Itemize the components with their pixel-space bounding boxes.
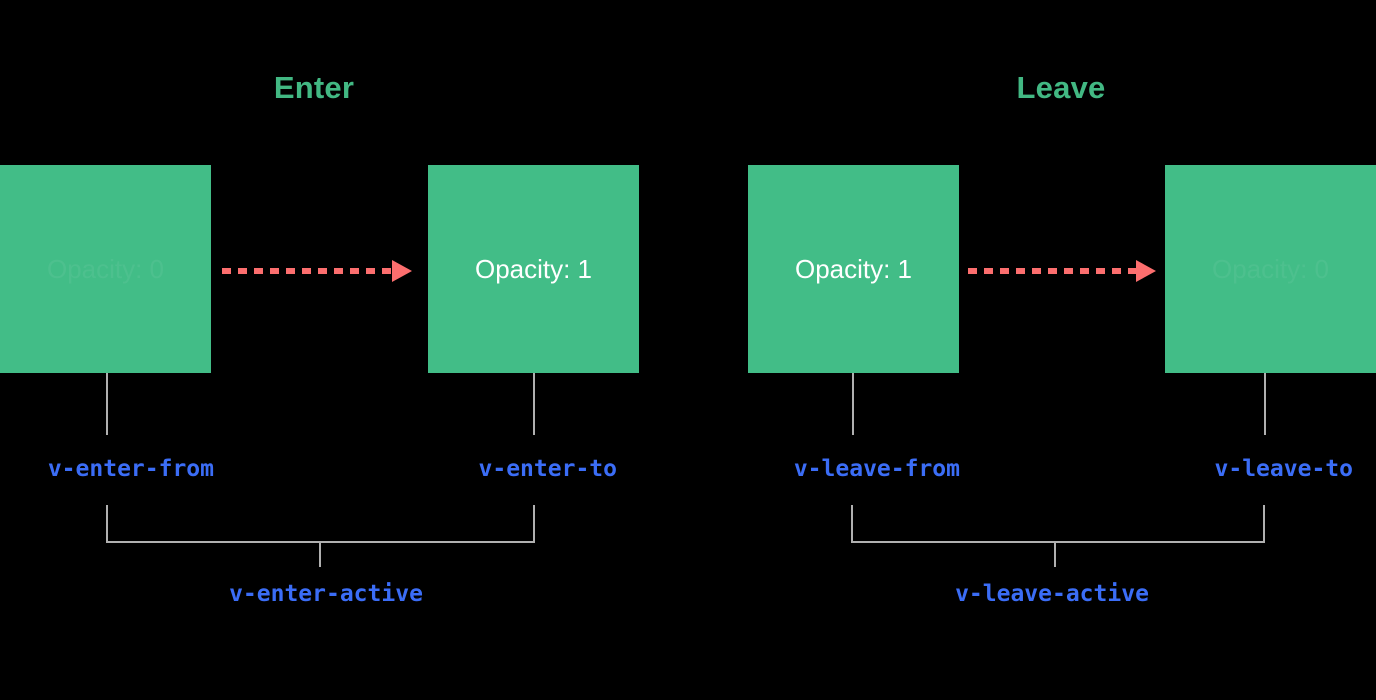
- stem-enter-from: [106, 373, 108, 435]
- stem-enter-active: [319, 543, 321, 567]
- caption-v-leave-to: v-leave-to: [1214, 456, 1353, 482]
- state-box-enter-from-label: Opacity: 0: [46, 253, 165, 284]
- state-box-enter-to-label: Opacity: 1: [474, 253, 593, 284]
- caption-v-enter-active: v-enter-active: [229, 581, 423, 607]
- bracket-enter-active: [106, 505, 535, 543]
- caption-v-leave-from: v-leave-from: [793, 456, 960, 482]
- state-box-leave-to-label: Opacity: 0: [1211, 253, 1330, 284]
- stem-leave-to: [1264, 373, 1266, 435]
- state-box-leave-from-label: Opacity: 1: [794, 253, 913, 284]
- state-box-enter-to: Opacity: 1: [428, 165, 639, 373]
- stem-leave-from: [852, 373, 854, 435]
- leave-transition-arrow: [968, 260, 1158, 282]
- caption-v-leave-active: v-leave-active: [955, 581, 1149, 607]
- bracket-leave-active: [851, 505, 1265, 543]
- leave-arrow-head: [1136, 260, 1156, 282]
- stem-leave-active: [1054, 543, 1056, 567]
- enter-arrow-shaft: [222, 268, 392, 274]
- enter-arrow-head: [392, 260, 412, 282]
- section-heading-enter: Enter: [273, 70, 355, 105]
- caption-v-enter-from: v-enter-from: [47, 456, 214, 482]
- state-box-leave-from: Opacity: 1: [748, 165, 959, 373]
- enter-transition-arrow: [222, 260, 412, 282]
- section-heading-leave: Leave: [1016, 70, 1106, 105]
- caption-v-enter-to: v-enter-to: [478, 456, 617, 482]
- state-box-enter-from: Opacity: 0: [0, 165, 211, 373]
- state-box-leave-to: Opacity: 0: [1165, 165, 1376, 373]
- stem-enter-to: [533, 373, 535, 435]
- leave-arrow-shaft: [968, 268, 1136, 274]
